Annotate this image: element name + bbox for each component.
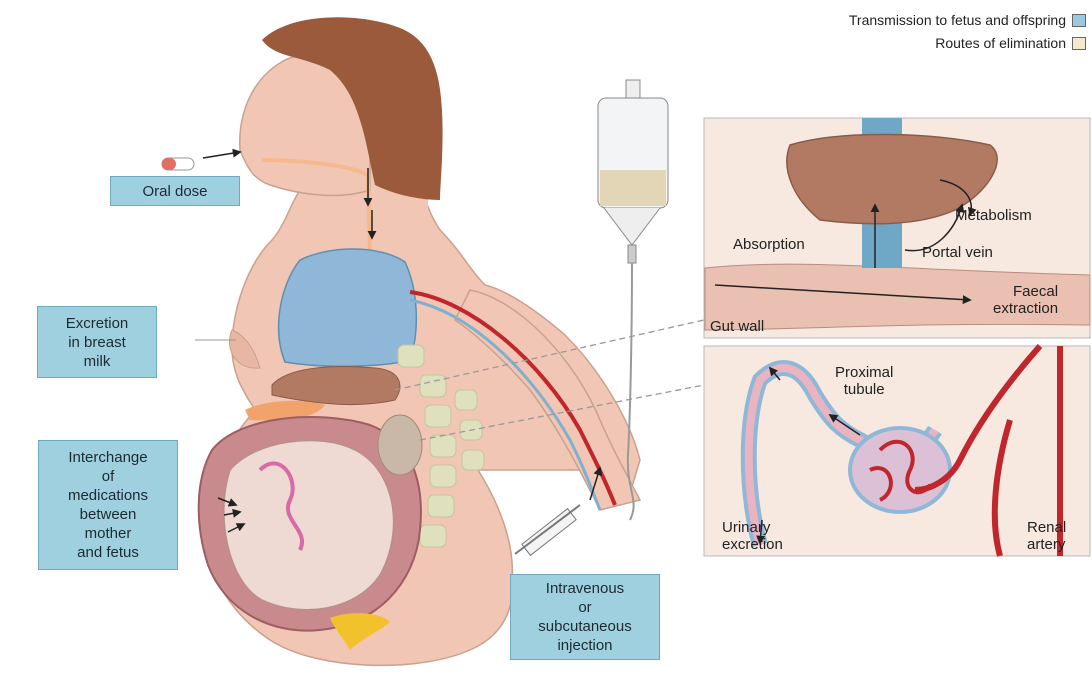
interchange-line-4: between: [80, 505, 137, 524]
intravenous-line-2: or: [578, 598, 591, 617]
breast-milk-line-3: milk: [84, 352, 111, 371]
box-breast-milk: Excretion in breast milk: [37, 306, 157, 378]
syringe-icon: [515, 505, 580, 555]
oral-dose-label: Oral dose: [142, 182, 207, 201]
renal-line-1: Renal: [1027, 519, 1066, 536]
interchange-line-1: Interchange: [68, 448, 147, 467]
legend-elimination-label: Routes of elimination: [935, 35, 1066, 51]
legend-transmission-swatch: [1072, 14, 1086, 27]
fetus-icon: [224, 440, 394, 609]
renal-line-2: artery: [1027, 536, 1066, 553]
intravenous-line-3: subcutaneous: [538, 617, 631, 636]
woman-figure: [199, 17, 640, 665]
breast-milk-line-1: Excretion: [66, 314, 129, 333]
proximal-line-2: tubule: [835, 381, 893, 398]
label-faecal-extraction: Faecal extraction: [993, 283, 1058, 317]
box-oral-dose: Oral dose: [110, 176, 240, 206]
faecal-line-2: extraction: [993, 300, 1058, 317]
label-metabolism: Metabolism: [955, 207, 1032, 224]
oral-arrow: [203, 152, 240, 158]
label-proximal-tubule: Proximal tubule: [835, 364, 893, 398]
box-intravenous: Intravenous or subcutaneous injection: [510, 574, 660, 660]
kidney-icon: [378, 415, 422, 475]
legend-elimination-swatch: [1072, 37, 1086, 50]
label-portal-vein: Portal vein: [922, 244, 993, 261]
label-gut-wall: Gut wall: [710, 318, 764, 335]
interchange-line-2: of: [102, 467, 115, 486]
pill-icon: [162, 158, 194, 170]
legend-elimination: Routes of elimination: [935, 35, 1086, 51]
legend-transmission: Transmission to fetus and offspring: [849, 12, 1086, 28]
proximal-line-1: Proximal: [835, 364, 893, 381]
intravenous-line-4: injection: [557, 636, 612, 655]
urinary-line-1: Urinary: [722, 519, 783, 536]
interchange-line-6: and fetus: [77, 543, 139, 562]
faecal-line-1: Faecal: [993, 283, 1058, 300]
lung-icon: [279, 249, 417, 366]
label-renal-artery: Renal artery: [1027, 519, 1066, 553]
label-absorption: Absorption: [733, 236, 805, 253]
label-urinary-excretion: Urinary excretion: [722, 519, 783, 553]
breast-milk-line-2: in breast: [68, 333, 126, 352]
interchange-line-3: medications: [68, 486, 148, 505]
urinary-line-2: excretion: [722, 536, 783, 553]
box-interchange: Interchange of medications between mothe…: [38, 440, 178, 570]
interchange-line-5: mother: [85, 524, 132, 543]
legend-transmission-label: Transmission to fetus and offspring: [849, 12, 1066, 28]
intravenous-line-1: Intravenous: [546, 579, 624, 598]
